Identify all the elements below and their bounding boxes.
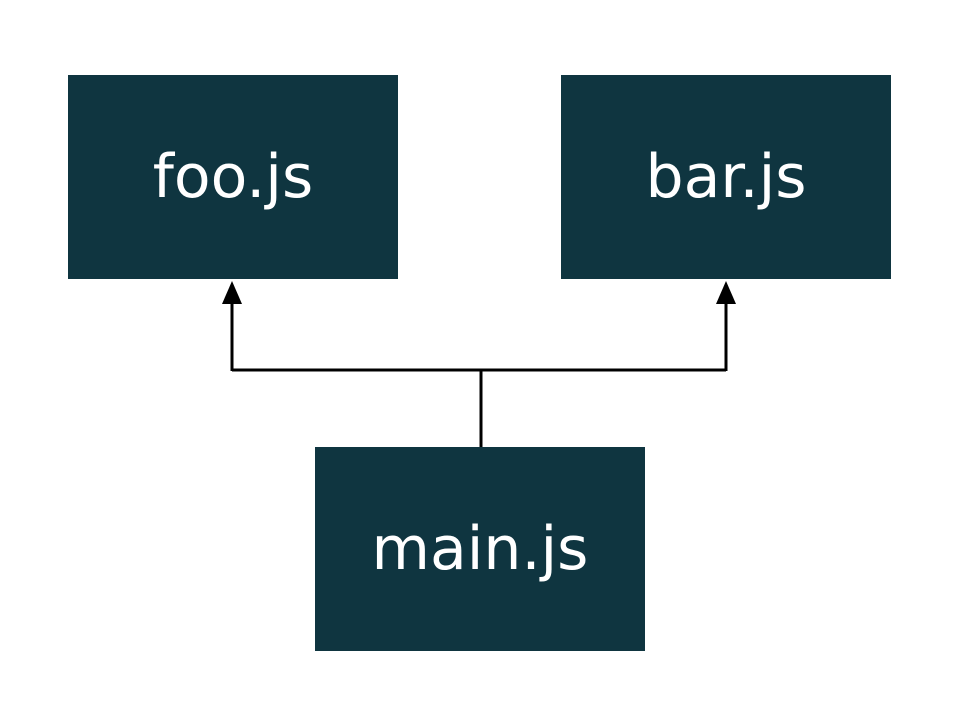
node-foo-js-label: foo.js	[152, 142, 314, 212]
node-main-js-label: main.js	[371, 514, 589, 584]
arrowhead-foo	[222, 281, 242, 304]
node-bar-js-label: bar.js	[645, 142, 807, 212]
arrowhead-bar	[716, 281, 736, 304]
node-foo-js: foo.js	[68, 75, 398, 279]
node-bar-js: bar.js	[561, 75, 891, 279]
node-main-js: main.js	[315, 447, 645, 651]
